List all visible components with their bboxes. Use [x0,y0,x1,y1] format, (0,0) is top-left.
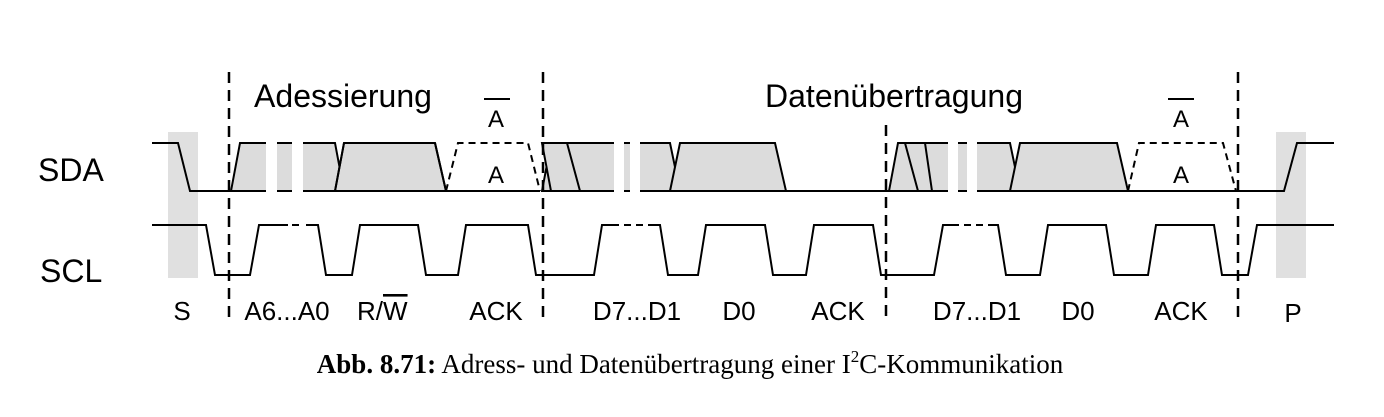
sda-data-cell [1008,142,1130,192]
phase-label: P [1284,298,1301,328]
ack-high-label: A [488,106,504,133]
phase-label: D7...D1 [593,296,681,326]
stop-condition-shade [1276,132,1306,278]
sda-data-cell [229,142,346,192]
sda-data-cell [333,142,448,192]
ack-low-label: A [1173,162,1189,189]
caption-text-end: C-Kommunikation [859,349,1063,379]
sda-data-cell [903,142,934,192]
figure-caption: Abb. 8.71: Adress- und Datenübertragung … [317,347,1064,379]
start-condition-shade [168,132,198,278]
caption-prefix: Abb. 8.71: [317,349,436,379]
phase-label: R/W [357,296,408,326]
phase-label: D0 [1061,296,1094,326]
sda-label: SDA [38,152,104,188]
sda-data-cell [668,142,788,192]
phase-label: A6...A0 [244,296,329,326]
phase-label: D7...D1 [933,296,1021,326]
scl-label: SCL [40,253,102,289]
data-section-title: Datenübertragung [765,78,1023,114]
caption-text: Adress- und Datenübertragung einer I [441,349,850,379]
scl-waveform [152,224,1334,276]
ack-low-label: A [488,162,504,189]
phase-label: ACK [469,296,523,326]
address-section-title: Adessierung [254,78,432,114]
ack-high-label: A [1173,106,1189,133]
sda-data-cell [540,142,582,192]
phase-label: D0 [722,296,755,326]
overlined-w: W [383,296,408,326]
sda-waveform [152,136,1334,198]
phase-label: S [173,296,190,326]
caption-superscript: 2 [851,347,860,366]
phase-labels: S A6...A0 R/W ACK D7...D1 D0 ACK D7...D1… [173,296,1301,328]
phase-label: ACK [1154,296,1208,326]
phase-label: ACK [811,296,865,326]
